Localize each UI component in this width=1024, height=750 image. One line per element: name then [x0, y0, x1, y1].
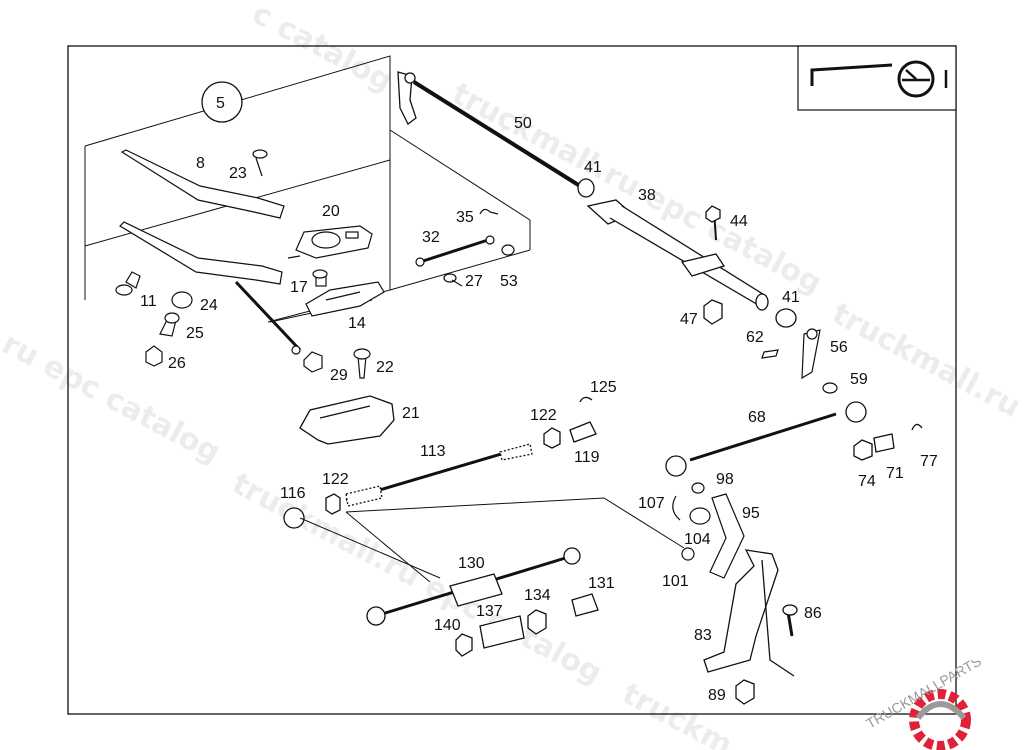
part-label-23: 23	[229, 165, 247, 182]
part-95-lever	[672, 482, 745, 579]
part-label-137: 137	[476, 603, 503, 620]
part-label-125: 125	[590, 379, 617, 396]
part-label-107: 107	[638, 495, 665, 512]
part-label-68: 68	[748, 409, 766, 426]
part-label-101: 101	[662, 573, 689, 590]
part-label-122-upper: 122	[530, 407, 557, 424]
part-label-38: 38	[638, 187, 656, 204]
part-label-41-lower: 41	[782, 289, 800, 306]
part-14-plate	[305, 281, 385, 317]
part-label-14: 14	[348, 315, 366, 332]
part-50-shift-rod	[397, 71, 595, 198]
part-32-rod	[415, 208, 499, 267]
part-68-rod	[665, 401, 923, 477]
part-label-53: 53	[500, 273, 518, 290]
part-label-20: 20	[322, 203, 340, 220]
diagram-frame	[67, 45, 957, 715]
part-113-threaded-rod	[283, 396, 597, 529]
part-label-22: 22	[376, 359, 394, 376]
part-label-86: 86	[804, 605, 822, 622]
part-21-bracket	[299, 395, 395, 445]
part-label-56: 56	[830, 339, 848, 356]
part-label-104: 104	[684, 531, 711, 548]
position-inset	[797, 45, 957, 111]
part-label-41-upper: 41	[584, 159, 602, 176]
part-label-44: 44	[730, 213, 748, 230]
part-label-77: 77	[920, 453, 938, 470]
part-label-83: 83	[694, 627, 712, 644]
svg-text:ru epc catalog: ru epc catalog	[0, 326, 226, 470]
leader-lines	[299, 497, 685, 583]
part-label-116: 116	[280, 485, 306, 502]
part-label-98: 98	[716, 471, 734, 488]
part-83-bracket	[703, 549, 798, 705]
part-label-113: 113	[420, 443, 446, 460]
fasteners-left	[115, 149, 515, 379]
truckmall-logo: TRUCKMALLPARTS	[863, 660, 984, 750]
part-label-17: 17	[290, 279, 308, 296]
part-label-32: 32	[422, 229, 440, 246]
part-38-tube	[586, 199, 797, 328]
part-label-24: 24	[200, 297, 218, 314]
svg-text:c catalog: c catalog	[246, 0, 398, 99]
part-label-26: 26	[168, 355, 186, 372]
part-label-27: 27	[465, 273, 483, 290]
part-label-131: 131	[588, 575, 615, 592]
svg-text:truckmall.ru epc catalog: truckmall.ru epc catalog	[446, 76, 827, 301]
gear-icon	[909, 689, 971, 750]
part-label-35: 35	[456, 209, 474, 226]
part-label-134: 134	[524, 587, 551, 604]
part-label-119: 119	[574, 449, 600, 466]
part-label-62: 62	[746, 329, 764, 346]
part-label-122-lower: 122	[322, 471, 349, 488]
part-label-89: 89	[708, 687, 726, 704]
part-20-mount	[287, 225, 373, 259]
callout-label: 5	[216, 95, 225, 112]
part-label-74: 74	[858, 473, 876, 490]
part-label-47: 47	[680, 311, 698, 328]
callout-circle	[201, 81, 243, 123]
part-label-130: 130	[458, 555, 485, 572]
part-label-8: 8	[196, 155, 205, 172]
part-8-bracket	[119, 149, 302, 355]
part-label-95: 95	[742, 505, 760, 522]
part-label-21: 21	[402, 405, 420, 422]
part-label-11: 11	[140, 293, 157, 310]
part-130-rod-assembly	[366, 547, 599, 657]
part-label-71: 71	[886, 465, 904, 482]
part-label-29: 29	[330, 367, 348, 384]
part-label-25: 25	[186, 325, 204, 342]
part-label-59: 59	[850, 371, 868, 388]
part-56-lever	[761, 328, 838, 394]
part-label-140: 140	[434, 617, 461, 634]
part-number-labels: 5 8 23 20 11 24 25 26 17 14 29 22 21 32 …	[140, 95, 938, 704]
part-label-50: 50	[514, 115, 532, 132]
